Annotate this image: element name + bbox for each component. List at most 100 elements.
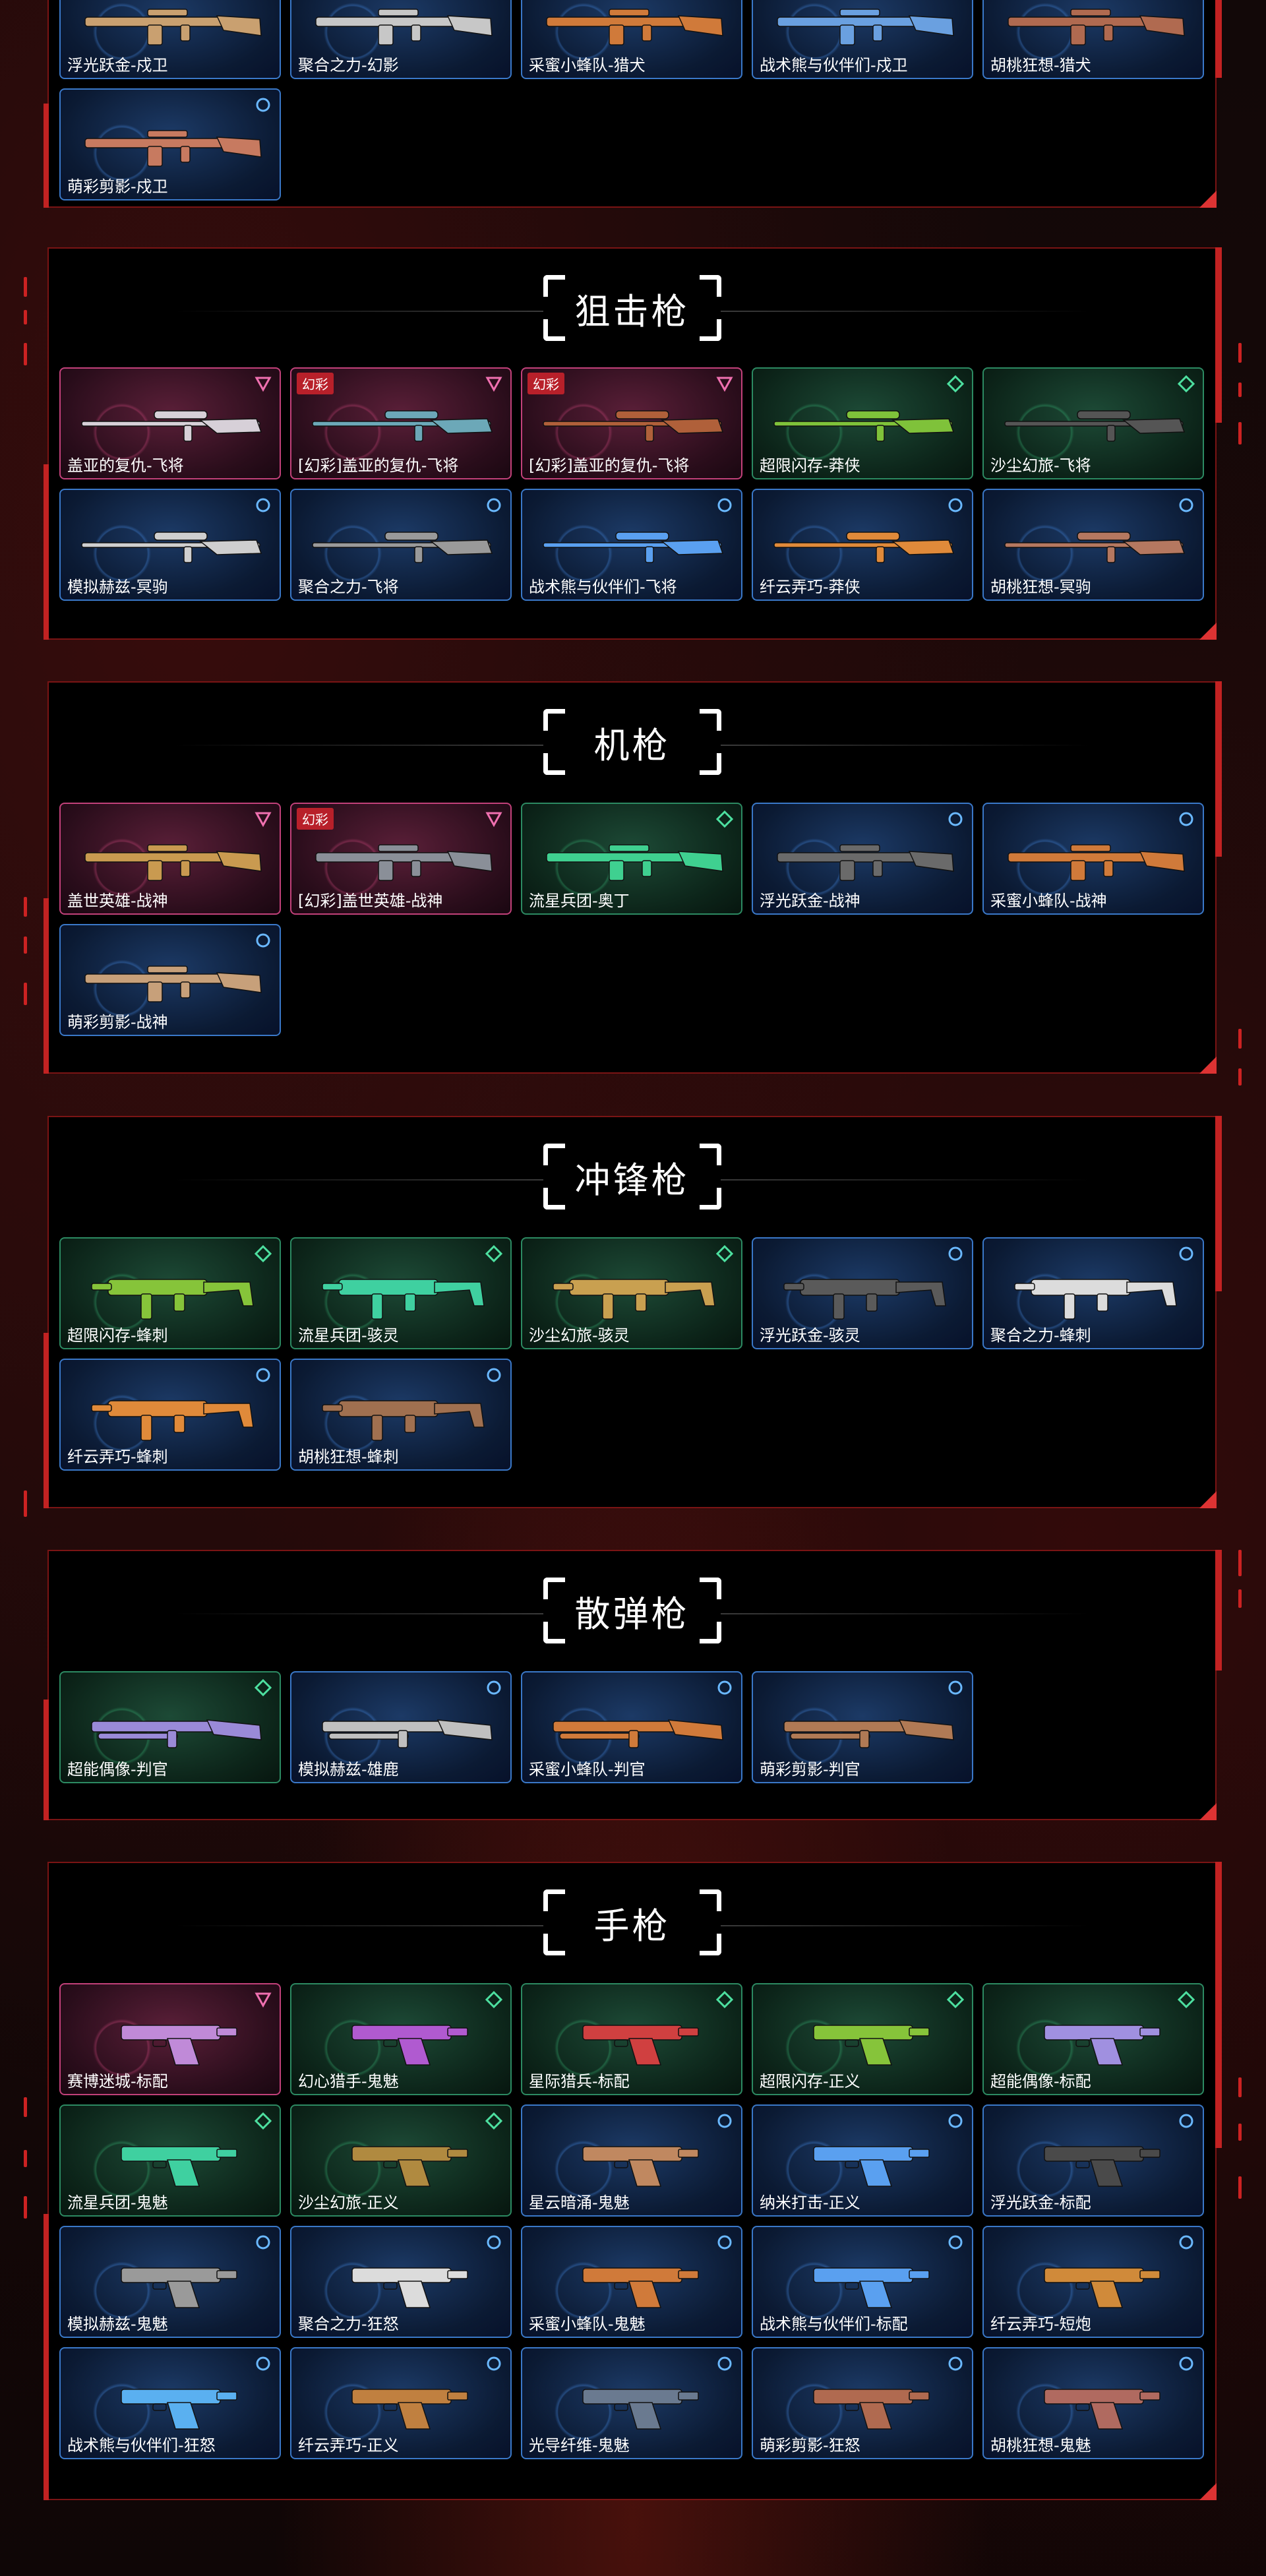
skin-card[interactable]: 沙尘幻旅-正义: [290, 2104, 512, 2217]
skin-card[interactable]: 模拟赫兹-冥驹: [59, 489, 281, 601]
skin-card[interactable]: 纳米打击-正义: [752, 2104, 973, 2217]
skin-card[interactable]: 浮光跃金-戍卫: [59, 0, 281, 79]
skin-card[interactable]: 沙尘幻旅-飞将: [982, 367, 1204, 479]
skin-name: 战术熊与伙伴们-戍卫: [760, 56, 908, 75]
weapon-image: [1004, 532, 1186, 563]
deluxe-tier-icon: [948, 2235, 963, 2250]
skin-card[interactable]: 超限闪存-蜂刺: [59, 1237, 281, 1349]
skin-card[interactable]: 战术熊与伙伴们-戍卫: [752, 0, 973, 79]
weapon-image: [121, 2146, 237, 2187]
skin-name: 沙尘幻旅-飞将: [990, 456, 1091, 475]
skin-card[interactable]: 星际猎兵-标配: [521, 1983, 742, 2095]
side-decoration: [1238, 1589, 1242, 1608]
skin-card[interactable]: 超能偶像-判官: [59, 1671, 281, 1783]
skin-card[interactable]: 萌彩剪影-狂怒: [752, 2347, 973, 2459]
weapon-image: [813, 2025, 930, 2066]
side-decoration: [24, 1490, 27, 1517]
weapon-image: [582, 2025, 699, 2066]
panel-corner-accent: [1199, 1491, 1217, 1508]
skin-name: 流星兵团-奥丁: [529, 892, 630, 910]
skin-card[interactable]: 盖世英雄-战神: [59, 803, 281, 915]
skin-card[interactable]: 幻彩[幻彩]盖亚的复仇-飞将: [521, 367, 742, 479]
skin-card[interactable]: 纤云弄巧-正义: [290, 2347, 512, 2459]
deluxe-tier-icon: [1179, 1246, 1193, 1261]
skin-card[interactable]: 流星兵团-骇灵: [290, 1237, 512, 1349]
skin-card[interactable]: 超限闪存-正义: [752, 1983, 973, 2095]
skin-name: 超能偶像-判官: [67, 1760, 168, 1779]
skin-card[interactable]: 战术熊与伙伴们-狂怒: [59, 2347, 281, 2459]
deluxe-tier-icon: [1179, 2114, 1193, 2128]
skin-card[interactable]: 战术熊与伙伴们-飞将: [521, 489, 742, 601]
deluxe-tier-icon: [1179, 2235, 1193, 2250]
side-decoration: [1238, 2176, 1242, 2199]
skin-card[interactable]: 流星兵团-鬼魅: [59, 2104, 281, 2217]
skin-card[interactable]: 赛博迷城-标配: [59, 1983, 281, 2095]
skin-name: 纤云弄巧-正义: [298, 2436, 399, 2455]
skin-card[interactable]: 沙尘幻旅-骇灵: [521, 1237, 742, 1349]
header-rule-left: [174, 1925, 543, 1926]
section-machinegun: 机枪盖世英雄-战神幻彩[幻彩]盖世英雄-战神流星兵团-奥丁 浮光跃金-战神采蜜小蜂…: [44, 681, 1222, 1074]
skin-card[interactable]: 幻彩[幻彩]盖世英雄-战神: [290, 803, 512, 915]
bracket-corner-icon: [699, 275, 721, 297]
weapon-image: [315, 9, 493, 46]
skin-card[interactable]: 胡桃狂想-冥驹: [982, 489, 1204, 601]
weapon-image: [813, 2146, 930, 2187]
side-decoration: [1238, 1550, 1242, 1576]
skin-card[interactable]: 采蜜小蜂队-判官: [521, 1671, 742, 1783]
skin-name: 纤云弄巧-莽侠: [760, 578, 860, 596]
skin-card[interactable]: 模拟赫兹-雄鹿: [290, 1671, 512, 1783]
skin-card[interactable]: 聚合之力-蜂刺: [982, 1237, 1204, 1349]
skin-card[interactable]: 聚合之力-幻影: [290, 0, 512, 79]
bracket-corner-icon: [543, 709, 565, 731]
deluxe-tier-icon: [487, 498, 501, 512]
skin-card[interactable]: 采蜜小蜂队-猎犬: [521, 0, 742, 79]
skin-card[interactable]: 萌彩剪影-战神: [59, 924, 281, 1036]
skin-card[interactable]: 盖亚的复仇-飞将: [59, 367, 281, 479]
skin-card[interactable]: 纤云弄巧-短炮: [982, 2226, 1204, 2338]
skin-card[interactable]: 浮光跃金-战神: [752, 803, 973, 915]
skin-card[interactable]: 聚合之力-飞将: [290, 489, 512, 601]
skin-card[interactable]: 超限闪存-莽侠: [752, 367, 973, 479]
section-sniper: 狙击枪盖亚的复仇-飞将幻彩[幻彩]盖亚的复仇-飞将幻彩[幻彩]盖亚的复仇-飞将超…: [44, 247, 1222, 640]
skin-card[interactable]: 流星兵团-奥丁: [521, 803, 742, 915]
skin-card[interactable]: 浮光跃金-标配: [982, 2104, 1204, 2217]
skin-grid: 超限闪存-蜂刺流星兵团-骇灵沙尘幻旅-骇灵浮光跃金-骇灵聚合之力-蜂刺纤云弄巧-…: [59, 1237, 1204, 1471]
deluxe-tier-icon: [256, 98, 270, 112]
skin-card[interactable]: 幻心猎手-鬼魅: [290, 1983, 512, 2095]
skin-card[interactable]: 聚合之力-狂怒: [290, 2226, 512, 2338]
section-title: 机枪: [593, 724, 671, 766]
skin-name: 模拟赫兹-鬼魅: [67, 2315, 168, 2333]
skin-card[interactable]: 纤云弄巧-蜂刺: [59, 1359, 281, 1471]
weapon-image: [1008, 9, 1185, 46]
side-decoration: [1238, 1029, 1242, 1049]
weapon-image: [582, 2146, 699, 2187]
section-title-frame: 狙击枪: [543, 275, 721, 341]
skin-card[interactable]: 胡桃狂想-蜂刺: [290, 1359, 512, 1471]
skin-card[interactable]: 模拟赫兹-鬼魅: [59, 2226, 281, 2338]
weapon-image: [582, 2267, 699, 2308]
skin-name: 盖亚的复仇-飞将: [67, 456, 184, 475]
skin-card[interactable]: 胡桃狂想-猎犬: [982, 0, 1204, 79]
deluxe-tier-icon: [256, 2235, 270, 2250]
deluxe-tier-icon: [717, 1680, 732, 1695]
skin-card[interactable]: 纤云弄巧-莽侠: [752, 489, 973, 601]
skin-card[interactable]: 采蜜小蜂队-鬼魅: [521, 2226, 742, 2338]
side-decoration: [1238, 2077, 1242, 2097]
skin-card[interactable]: 采蜜小蜂队-战神: [982, 803, 1204, 915]
deluxe-tier-icon: [717, 2114, 732, 2128]
weapon-image: [543, 532, 724, 563]
skin-card[interactable]: 幻彩[幻彩]盖亚的复仇-飞将: [290, 367, 512, 479]
skin-card[interactable]: 星云暗涌-鬼魅: [521, 2104, 742, 2217]
skin-card[interactable]: 战术熊与伙伴们-标配: [752, 2226, 973, 2338]
weapon-image: [1004, 410, 1186, 442]
weapon-image: [351, 2267, 468, 2308]
header-rule-left: [174, 1613, 543, 1614]
skin-card[interactable]: 光导纤维-鬼魅: [521, 2347, 742, 2459]
bracket-corner-icon: [699, 753, 721, 775]
skin-card[interactable]: 胡桃狂想-鬼魅: [982, 2347, 1204, 2459]
skin-card[interactable]: 浮光跃金-骇灵: [752, 1237, 973, 1349]
skin-card[interactable]: 超能偶像-标配: [982, 1983, 1204, 2095]
weapon-image: [783, 1279, 946, 1320]
skin-card[interactable]: 萌彩剪影-戍卫: [59, 88, 281, 200]
skin-card[interactable]: 萌彩剪影-判官: [752, 1671, 973, 1783]
